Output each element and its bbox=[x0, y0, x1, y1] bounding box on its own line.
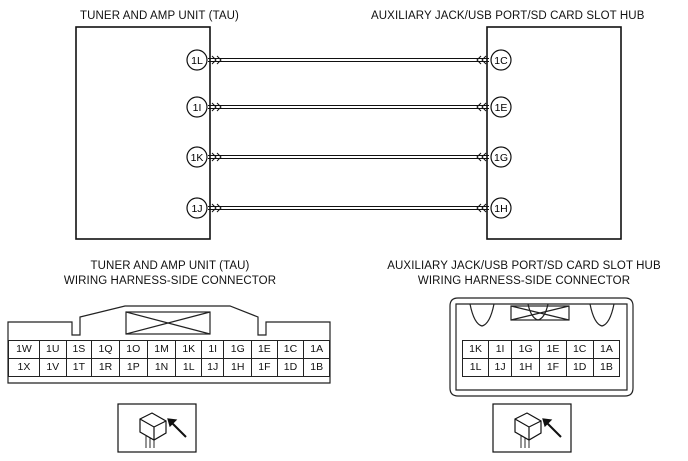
tau-pin-cell: 1E bbox=[251, 340, 278, 359]
hub-connector-title-2: WIRING HARNESS-SIDE CONNECTOR bbox=[417, 275, 631, 287]
hub-unit-box bbox=[486, 26, 622, 240]
hub-pin-cell: 1C bbox=[565, 340, 594, 359]
connector-view-icon bbox=[117, 403, 197, 453]
hub-pin-label: 1G bbox=[494, 152, 508, 164]
hub-pin-cell: 1B bbox=[592, 358, 621, 377]
tau-pin-cell: 1X bbox=[8, 358, 40, 377]
tau-pin-cell: 1T bbox=[65, 358, 93, 377]
tau-pin-cell: 1K bbox=[175, 340, 203, 359]
hub-pin-label: 1H bbox=[494, 203, 507, 215]
hub-pin-cell: 1A bbox=[592, 340, 621, 359]
hub-title: AUXILIARY JACK/USB PORT/SD CARD SLOT HUB bbox=[371, 10, 645, 22]
tau-pin-cell: 1C bbox=[276, 340, 305, 359]
tau-pin-cell: 1W bbox=[8, 340, 40, 359]
tau-pin-cell: 1M bbox=[146, 340, 177, 359]
hub-pin-circle bbox=[490, 197, 512, 219]
tau-pin-cell: 1S bbox=[65, 340, 93, 359]
tau-pin-cell: 1H bbox=[223, 358, 253, 377]
hub-pin-cell: 1F bbox=[539, 358, 567, 377]
hub-pin-cell: 1L bbox=[461, 358, 490, 377]
tau-pin-cell: 1L bbox=[175, 358, 203, 377]
hub-pin-circle bbox=[490, 49, 512, 71]
tau-pin-label: 1K bbox=[191, 152, 204, 164]
tau-pin-cell: 1G bbox=[223, 340, 253, 359]
hub-pin-cell: 1H bbox=[510, 358, 541, 377]
tau-pin-cell: 1O bbox=[118, 340, 148, 359]
wire-connection: 1K 1G bbox=[186, 146, 512, 168]
tau-pin-cell: 1V bbox=[38, 358, 67, 377]
hub-connector-shell bbox=[449, 297, 634, 397]
wire-connection: 1L 1C bbox=[186, 49, 512, 71]
tau-pin-label: 1I bbox=[193, 102, 202, 114]
tau-title: TUNER AND AMP UNIT (TAU) bbox=[80, 10, 239, 22]
hub-pin-cell: 1G bbox=[510, 340, 541, 359]
hub-connector-title-1: AUXILIARY JACK/USB PORT/SD CARD SLOT HUB bbox=[387, 260, 661, 272]
tau-connector-shell bbox=[7, 305, 331, 384]
tau-unit-box bbox=[75, 26, 211, 240]
hub-pin-cell: 1J bbox=[488, 358, 512, 377]
tau-pin-cell: 1Q bbox=[91, 340, 120, 359]
tau-pin-label: 1L bbox=[191, 55, 203, 67]
wire-connection: 1I 1E bbox=[186, 96, 512, 118]
hub-pin-cell: 1K bbox=[461, 340, 490, 359]
hub-pin-cell: 1D bbox=[565, 358, 594, 377]
hub-pin-cell: 1E bbox=[539, 340, 567, 359]
tau-connector-title-2: WIRING HARNESS-SIDE CONNECTOR bbox=[63, 275, 277, 287]
tau-pin-cell: 1J bbox=[201, 358, 225, 377]
hub-pin-label: 1C bbox=[494, 55, 508, 67]
hub-pin-label: 1E bbox=[495, 102, 508, 114]
tau-pin-circle bbox=[186, 49, 208, 71]
connector-view-icon bbox=[492, 403, 572, 453]
wire-connection: 1J 1H bbox=[186, 197, 512, 219]
tau-pin-circle bbox=[186, 146, 208, 168]
hub-pin-circle bbox=[490, 146, 512, 168]
tau-pin-cell: 1B bbox=[303, 358, 330, 377]
tau-pin-cell: 1A bbox=[303, 340, 330, 359]
hub-pin-cell: 1I bbox=[488, 340, 512, 359]
tau-pin-cell: 1U bbox=[38, 340, 67, 359]
hub-pin-circle bbox=[490, 96, 512, 118]
tau-pin-cell: 1N bbox=[146, 358, 177, 377]
tau-connector-title-1: TUNER AND AMP UNIT (TAU) bbox=[90, 260, 250, 272]
tau-pin-label: 1J bbox=[191, 203, 202, 215]
tau-pin-cell: 1D bbox=[276, 358, 305, 377]
tau-pin-circle bbox=[186, 96, 208, 118]
tau-pin-cell: 1I bbox=[201, 340, 225, 359]
tau-pin-cell: 1F bbox=[251, 358, 278, 377]
tau-pin-circle bbox=[186, 197, 208, 219]
tau-pin-cell: 1P bbox=[118, 358, 148, 377]
tau-pin-cell: 1R bbox=[91, 358, 120, 377]
